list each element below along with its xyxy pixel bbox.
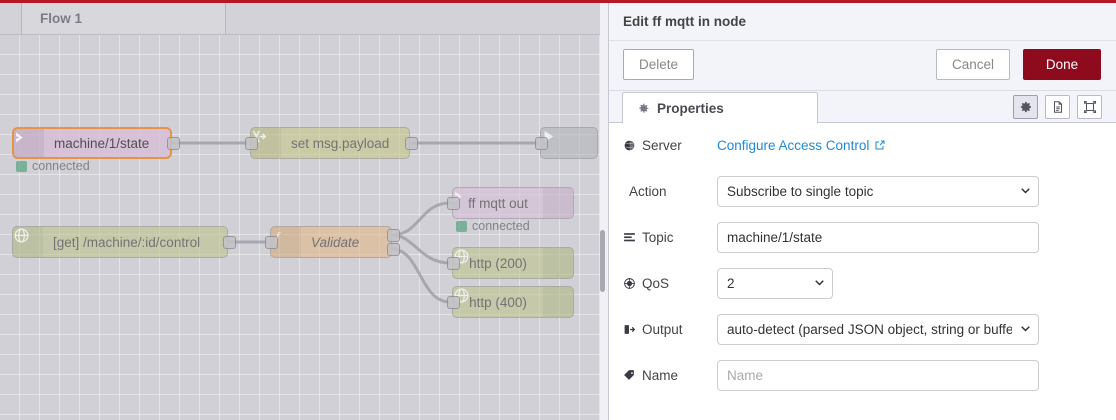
node-http-response-200-label: http (200) (469, 255, 527, 271)
node-function-validate[interactable]: f Validate (270, 226, 392, 258)
globe-icon (623, 139, 636, 152)
node-mqtt-out-label: ff mqtt out (468, 195, 528, 211)
port-input-function[interactable] (265, 236, 278, 249)
node-mqtt-in-status: connected (16, 159, 90, 173)
bullseye-icon (623, 277, 636, 290)
external-link-icon (874, 139, 886, 151)
status-dot-green (456, 220, 467, 232)
flow-tab-flow1[interactable]: Flow 1 (21, 3, 226, 35)
flow-tab-label: Flow 1 (40, 11, 83, 26)
mqtt-icon (14, 129, 44, 157)
node-change[interactable]: set msg.payload (250, 127, 410, 159)
output-select[interactable]: auto-detect (parsed JSON object, string … (717, 313, 1039, 345)
flow-workspace: Flow 1 (0, 3, 600, 420)
qos-select-value: 2 (727, 275, 735, 291)
action-select-value: Subscribe to single topic (727, 183, 874, 199)
port-input-debug[interactable] (535, 137, 548, 150)
gear-icon (637, 102, 650, 115)
node-debug[interactable] (540, 127, 598, 159)
name-input[interactable] (717, 359, 1039, 391)
chevron-down-icon (815, 279, 824, 286)
node-http-in[interactable]: [get] /machine/:id/control (12, 226, 228, 258)
globe-icon (454, 248, 573, 278)
document-icon-button[interactable] (1045, 95, 1070, 119)
output-select-value: auto-detect (parsed JSON object, string … (727, 321, 1012, 337)
port-output-mqtt-in[interactable] (167, 137, 180, 150)
node-http-response-400[interactable]: http (400) (452, 286, 574, 318)
port-output2-function[interactable] (387, 243, 400, 256)
chevron-down-icon (1021, 325, 1030, 332)
node-http-response-200[interactable]: http (200) (452, 247, 574, 279)
edit-panel-body: Server Configure Access Control Action S… (609, 123, 1116, 420)
form-row-name: Name (609, 355, 1116, 395)
debug-icon (541, 128, 597, 158)
edit-panel-toolbar: Delete Cancel Done (609, 41, 1116, 91)
edit-panel-header: Edit ff mqtt in node (609, 3, 1116, 41)
node-mqtt-out[interactable]: ff mqtt out (452, 187, 574, 219)
sign-out-icon (623, 323, 636, 336)
tabbar-divider (0, 34, 600, 35)
port-input-mqtt-out[interactable] (447, 197, 460, 210)
action-label: Action (629, 183, 667, 199)
port-output-http-in[interactable] (223, 236, 236, 249)
workspace-scrollbar-thumb[interactable] (600, 230, 605, 292)
mqtt-icon (455, 188, 573, 218)
flow-tabbar: Flow 1 (0, 3, 600, 35)
edit-node-panel: Edit ff mqtt in node Delete Cancel Done … (608, 3, 1116, 420)
node-mqtt-in[interactable]: machine/1/state (12, 127, 172, 159)
node-function-validate-label: Validate (311, 234, 360, 250)
tab-properties[interactable]: Properties (622, 92, 818, 123)
globe-icon (454, 287, 573, 317)
status-dot-green (16, 160, 27, 172)
appearance-icon-button[interactable] (1077, 95, 1102, 119)
node-mqtt-in-status-text: connected (32, 159, 90, 173)
appearance-icon (1083, 100, 1097, 114)
name-label: Name (609, 368, 717, 383)
cancel-button[interactable]: Cancel (936, 49, 1010, 80)
chevron-down-icon (1021, 187, 1030, 194)
form-row-action: Action Subscribe to single topic (609, 171, 1116, 211)
output-label: Output (609, 322, 717, 337)
topic-label: Topic (609, 230, 717, 245)
edit-panel-tabbar: Properties (609, 91, 1116, 123)
topic-input[interactable] (717, 221, 1039, 253)
gear-icon (1019, 100, 1033, 114)
node-http-in-label: [get] /machine/:id/control (53, 234, 201, 250)
globe-icon (13, 227, 43, 257)
form-row-server: Server Configure Access Control (609, 125, 1116, 165)
action-select[interactable]: Subscribe to single topic (717, 175, 1039, 207)
node-mqtt-out-status-text: connected (472, 219, 530, 233)
port-output-change[interactable] (405, 137, 418, 150)
tab-properties-label: Properties (657, 100, 724, 116)
port-output1-function[interactable] (387, 229, 400, 242)
port-input-http-200[interactable] (447, 257, 460, 270)
app-header-strip (0, 0, 1116, 3)
node-mqtt-out-status: connected (456, 219, 530, 233)
qos-select[interactable]: 2 (717, 267, 833, 299)
done-button[interactable]: Done (1023, 49, 1101, 80)
tasks-icon (623, 231, 636, 244)
node-mqtt-in-label: machine/1/state (54, 135, 150, 151)
node-change-label: set msg.payload (291, 135, 390, 151)
port-input-change[interactable] (245, 137, 258, 150)
qos-label: QoS (609, 276, 717, 291)
document-icon (1051, 100, 1065, 114)
form-row-output: Output auto-detect (parsed JSON object, … (609, 309, 1116, 349)
delete-button[interactable]: Delete (623, 49, 694, 80)
flow-canvas[interactable]: machine/1/state connected set msg.payloa… (0, 35, 600, 420)
edit-tabbar-divider (609, 122, 1116, 123)
form-row-topic: Topic (609, 217, 1116, 257)
configure-access-control-link[interactable]: Configure Access Control (717, 138, 886, 153)
gear-icon-button[interactable] (1013, 95, 1038, 119)
server-label: Server (609, 138, 717, 153)
node-http-response-400-label: http (400) (469, 294, 527, 310)
edit-panel-title: Edit ff mqtt in node (623, 14, 746, 29)
panel-edge-strip (600, 3, 608, 420)
tag-icon (623, 369, 636, 382)
port-input-http-400[interactable] (447, 296, 460, 309)
form-row-qos: QoS 2 (609, 263, 1116, 303)
svg-text:f: f (276, 229, 281, 243)
